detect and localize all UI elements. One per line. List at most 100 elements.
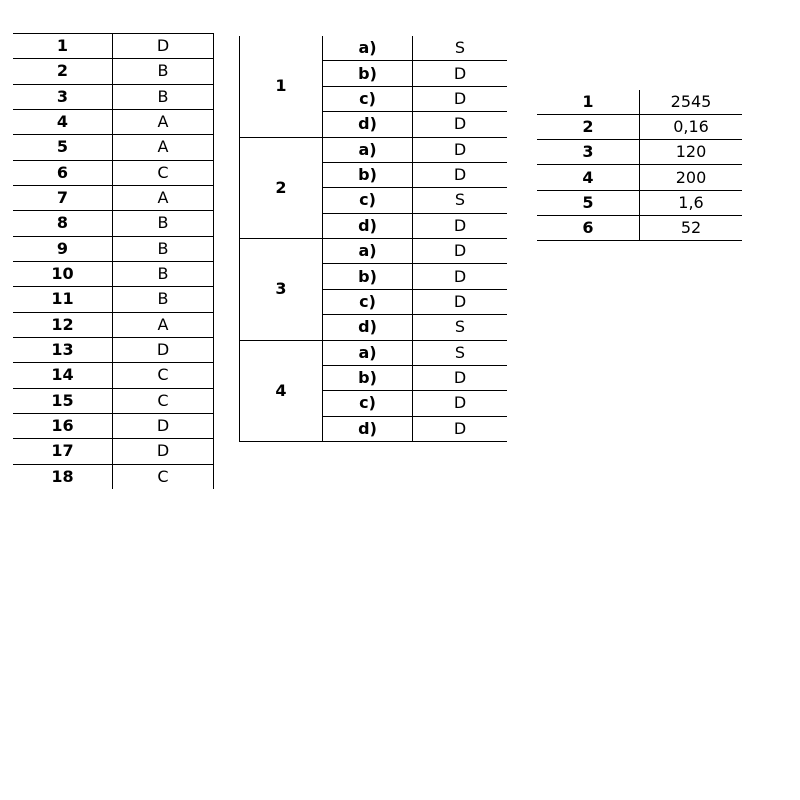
answer-cell: B	[112, 236, 214, 262]
answer-cell: C	[112, 362, 214, 389]
answer-cell: D	[412, 365, 507, 392]
answer-cell: S	[412, 36, 507, 62]
sub-question-label: c)	[322, 390, 413, 417]
sub-question-label: d)	[322, 111, 413, 138]
answer-cell: B	[112, 84, 214, 110]
question-number: 16	[13, 413, 113, 440]
table-row: d)D	[240, 416, 507, 443]
sub-question-label: a)	[322, 340, 413, 366]
table-row: d)D	[240, 213, 507, 240]
table-row: c)D	[240, 289, 507, 316]
answer-cell: B	[112, 286, 214, 313]
table-row: c)D	[240, 390, 507, 417]
answer-cell: D	[412, 238, 507, 265]
question-number: 14	[13, 362, 113, 389]
group-number: 1	[239, 36, 323, 138]
answer-cell: C	[112, 160, 214, 186]
question-number: 4	[13, 109, 113, 136]
question-number: 7	[13, 185, 113, 212]
group-number: 2	[239, 137, 323, 239]
answer-cell: 120	[639, 139, 742, 166]
answer-cell: D	[412, 263, 507, 290]
question-number: 5	[537, 190, 640, 216]
answer-cell: S	[412, 340, 507, 366]
answer-cell: D	[412, 111, 507, 138]
question-number: 6	[537, 215, 640, 241]
answer-cell: D	[112, 438, 214, 465]
question-number: 5	[13, 134, 113, 161]
sub-question-label: a)	[322, 238, 413, 265]
question-number: 11	[13, 286, 113, 313]
answer-cell: A	[112, 312, 214, 338]
question-number: 18	[13, 464, 113, 489]
question-number: 3	[13, 84, 113, 110]
answer-cell: 2545	[639, 90, 742, 116]
sub-question-label: d)	[322, 416, 413, 443]
answer-cell: D	[412, 416, 507, 443]
answer-cell: D	[112, 32, 214, 60]
answer-cell: 52	[639, 215, 742, 241]
answer-cell: C	[112, 464, 214, 489]
table-row: b)D	[240, 263, 507, 290]
answer-cell: 1,6	[639, 190, 742, 216]
sub-question-label: c)	[322, 289, 413, 316]
question-number: 6	[13, 160, 113, 186]
answer-cell: D	[412, 162, 507, 189]
answer-cell: D	[112, 337, 214, 364]
table-row: b)D	[240, 162, 507, 189]
sub-question-label: b)	[322, 365, 413, 392]
question-number: 2	[13, 58, 113, 85]
question-number: 12	[13, 312, 113, 338]
sub-question-label: a)	[322, 137, 413, 163]
question-number: 13	[13, 337, 113, 364]
table-row: c)D	[240, 86, 507, 113]
group-number: 4	[239, 340, 323, 442]
answer-cell: D	[412, 213, 507, 240]
answer-cell: D	[412, 289, 507, 316]
question-number: 10	[13, 261, 113, 288]
question-number: 15	[13, 388, 113, 414]
sub-question-label: c)	[322, 86, 413, 113]
sub-question-label: b)	[322, 60, 413, 87]
answer-cell: D	[412, 60, 507, 87]
answer-cell: B	[112, 58, 214, 85]
answer-cell: A	[112, 185, 214, 212]
table-row: b)D	[240, 365, 507, 392]
answer-cell: S	[412, 314, 507, 341]
question-number: 1	[13, 32, 113, 60]
answer-cell: C	[112, 388, 214, 414]
answer-cell: B	[112, 210, 214, 237]
question-number: 9	[13, 236, 113, 262]
question-number: 4	[537, 164, 640, 191]
answer-cell: D	[112, 413, 214, 440]
